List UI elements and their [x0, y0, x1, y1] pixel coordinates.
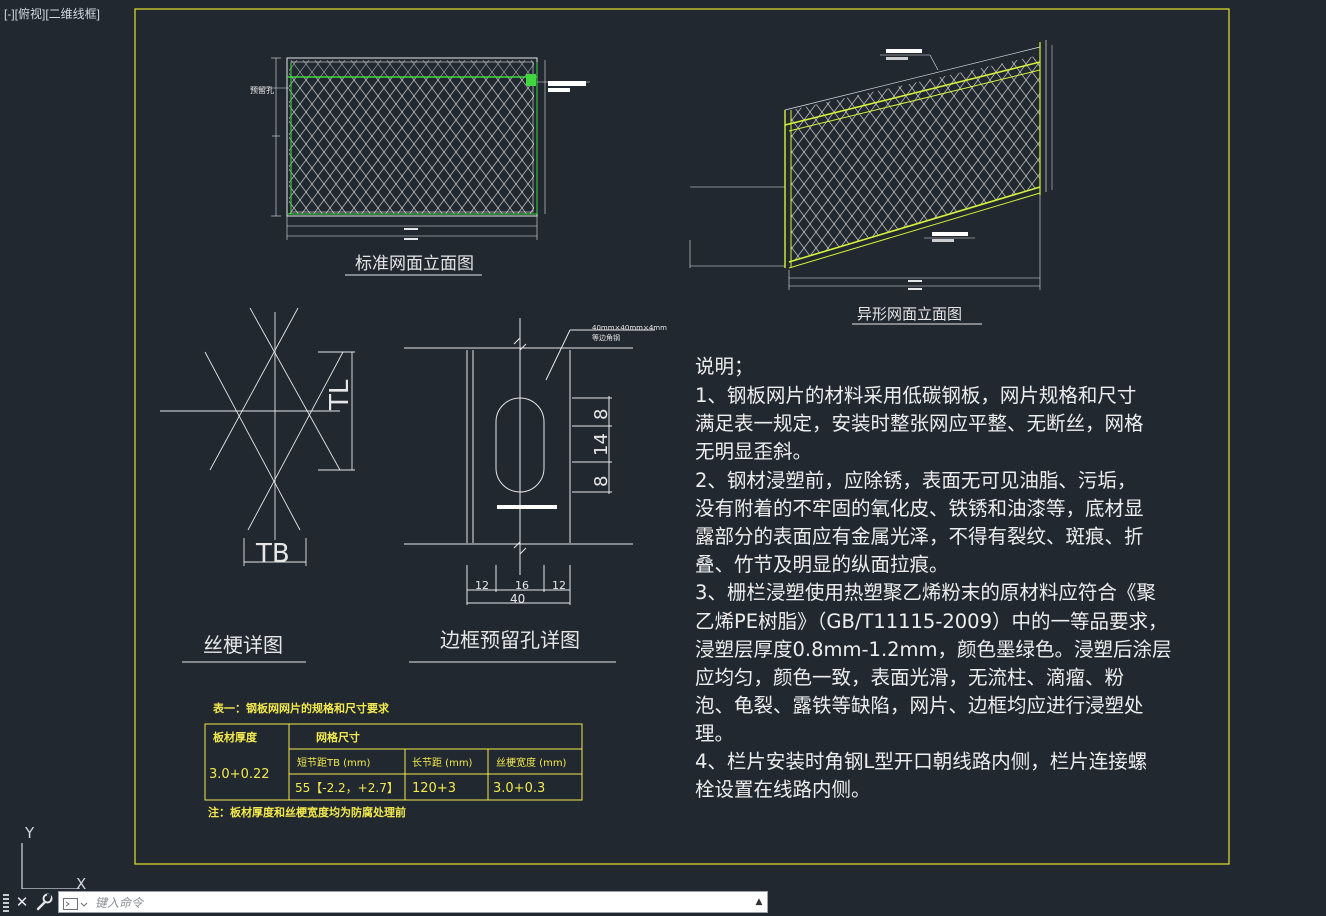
wire-detail-drawing: [160, 307, 355, 566]
frame-note-line2: 等边角钢: [592, 333, 620, 342]
table-header-wire: 丝梗宽度 (mm): [496, 756, 567, 769]
command-prompt-icon[interactable]: [63, 896, 89, 910]
wire-detail-title: 丝梗详图: [203, 633, 283, 657]
notes-line: 露部分的表面应有金属光泽，不得有裂纹、斑痕、折: [695, 525, 1144, 548]
table-value-tb: 55【-2.2，+2.7】: [295, 781, 399, 795]
notes-line: 浸塑层厚度0.8mm-1.2mm，颜色墨绿色。浸塑后涂层: [695, 638, 1172, 661]
frame-detail-title: 边框预留孔详图: [440, 628, 580, 652]
notes-line: 乙烯PE树脂》（GB/T11115-2009）中的一等品要求，: [695, 610, 1168, 633]
command-history-up-icon[interactable]: ▲: [755, 897, 763, 907]
table-header-thickness: 板材厚度: [213, 730, 258, 744]
standard-mesh-elevation: [250, 57, 590, 240]
wrench-icon[interactable]: [34, 892, 54, 912]
frame-dim-d3: 8: [591, 476, 612, 487]
notes-line: 叠、竹节及明显的纵面拉痕。: [695, 553, 949, 576]
table-header-tl: 长节距 (mm): [412, 757, 473, 769]
frame-dim-d2: 14: [591, 433, 612, 456]
command-box[interactable]: ▲: [58, 891, 768, 913]
standard-note-label: 预留孔: [250, 85, 274, 95]
table-header-tb: 短节距TB (mm): [297, 756, 371, 769]
frame-note-line1: 40mm×40mm×4mm: [592, 324, 667, 332]
table-note: 注：板材厚度和丝梗宽度均为防腐处理前: [208, 805, 406, 819]
close-icon[interactable]: ✕: [15, 893, 29, 911]
wire-tb-label: TB: [255, 539, 290, 569]
table-title: 表一：钢板网网片的规格和尺寸要求: [212, 701, 390, 715]
notes-line: 4、栏片安装时角钢L型开口朝线路内侧，栏片连接螺: [695, 750, 1147, 773]
ucs-y-label: Y: [24, 824, 35, 842]
special-mesh-elevation: [689, 40, 1053, 290]
sheet-border: [134, 8, 1230, 865]
wire-tl-label: TL: [325, 379, 355, 411]
drawing-canvas[interactable]: 预留孔 标准网面立面图 异形网面立面图: [0, 0, 1326, 889]
ucs-x-label: X: [76, 875, 86, 889]
spec-table-grid: [204, 723, 583, 801]
frame-hole-drawing: [404, 318, 655, 605]
frame-dim-w3: 12: [552, 579, 566, 592]
notes-line: 2、钢材浸塑前，应除锈，表面无可见油脂、污垢，: [695, 469, 1136, 492]
frame-dim-w2: 16: [515, 579, 529, 592]
table-value-thickness: 3.0+0.22: [209, 767, 270, 782]
notes-line: 栓设置在线路内侧。: [695, 778, 871, 801]
frame-dim-d1: 8: [591, 409, 612, 420]
table-header-mesh: 网格尺寸: [316, 730, 360, 744]
frame-dim-total: 40: [510, 592, 525, 606]
notes-line: 泡、龟裂、露铁等缺陷，网片、边框均应进行浸塑处: [695, 694, 1144, 717]
command-line-bar: ✕ ▲: [0, 889, 1326, 916]
standard-elevation-title: 标准网面立面图: [355, 254, 474, 274]
special-elevation-title: 异形网面立面图: [857, 305, 962, 323]
frame-hole-marker: [497, 505, 557, 509]
viewport-controls-label[interactable]: [-][俯视][二维线框]: [4, 7, 101, 21]
notes-line: 没有附着的不牢固的氧化皮、铁锈和油漆等，底材显: [695, 497, 1144, 520]
notes-line: 1、钢板网片的材料采用低碳钢板，网片规格和尺寸: [695, 384, 1136, 407]
notes-line: 3、栅栏浸塑使用热塑聚乙烯粉末的原材料应符合《聚: [695, 581, 1156, 604]
notes-block: 说明； 1、钢板网片的材料采用低碳钢板，网片规格和尺寸 满足表一规定，安装时整张…: [695, 355, 1172, 801]
ucs-icon: [21, 843, 80, 889]
table-value-tl: 120+3: [412, 781, 456, 796]
notes-line: 无明显歪斜。: [695, 440, 812, 463]
notes-line: 应均匀，颜色一致，表面光滑，无流柱、滴瘤、粉: [695, 666, 1124, 689]
notes-line: 满足表一规定，安装时整张网应平整、无断丝，网格: [695, 412, 1144, 435]
grip-handle-icon[interactable]: [3, 894, 9, 912]
frame-dim-w1: 12: [475, 579, 489, 592]
notes-line: 说明；: [695, 355, 754, 378]
table-value-wire: 3.0+0.3: [493, 781, 545, 796]
command-input[interactable]: [93, 893, 727, 913]
notes-line: 理。: [695, 722, 734, 745]
